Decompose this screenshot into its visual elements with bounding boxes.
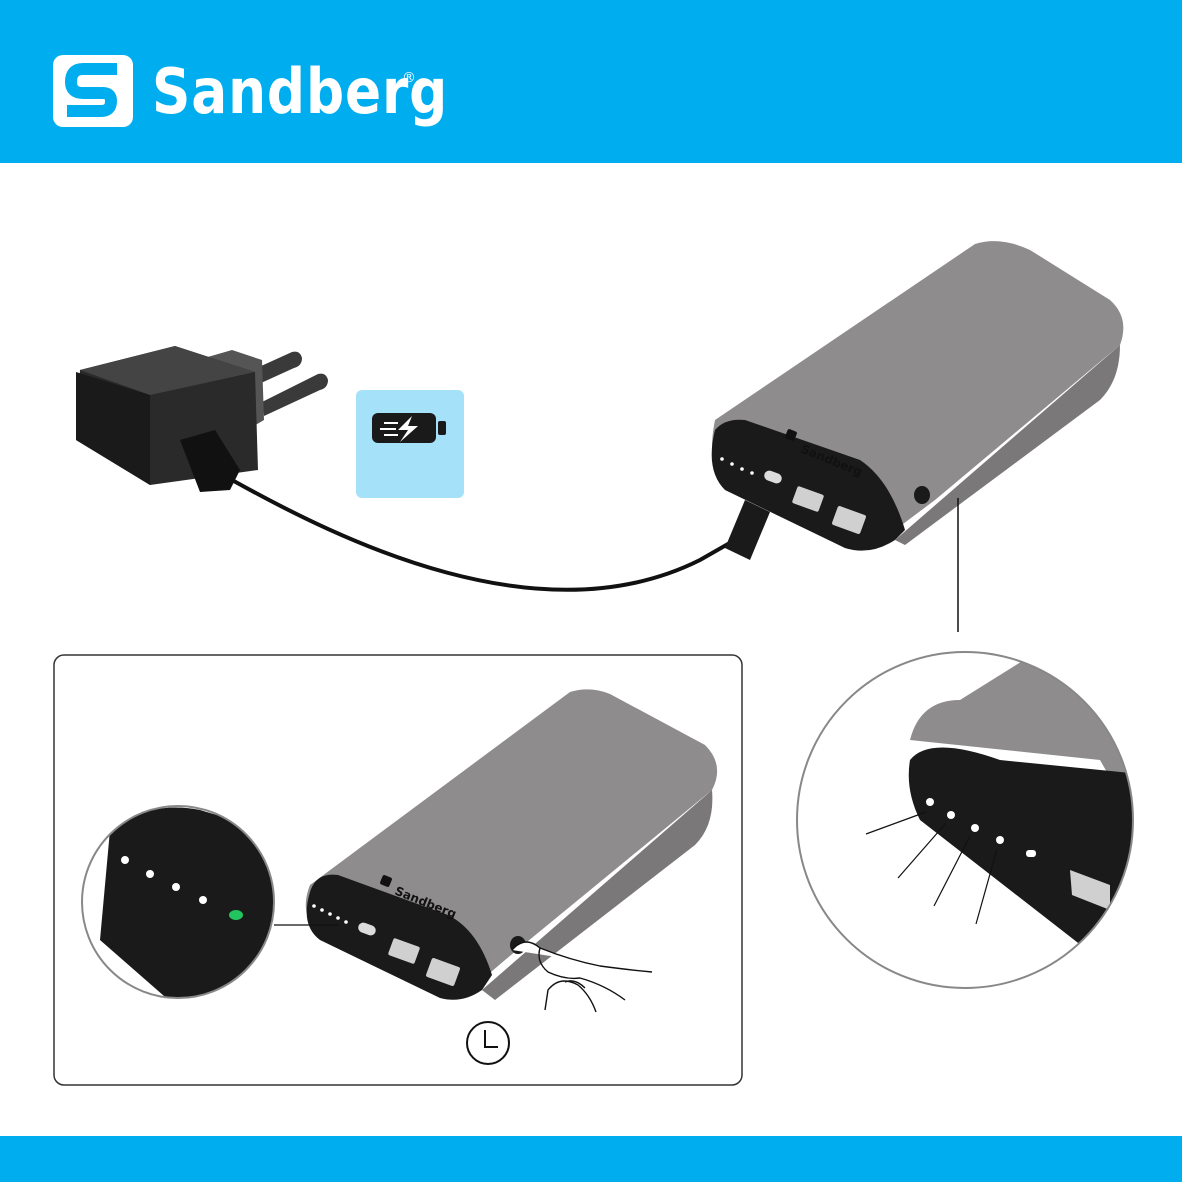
power-bank-top: Sandberg (712, 241, 1124, 560)
battery-charging-icon (356, 390, 464, 498)
footer-bar (0, 1136, 1182, 1182)
led-zoom-circle (797, 650, 1182, 988)
wall-charger-icon (76, 346, 328, 492)
illustration: Sandberg (0, 0, 1182, 1136)
usage-panel: Sandberg (54, 655, 742, 1085)
clock-icon (467, 1022, 509, 1064)
usb-cable (232, 480, 735, 590)
